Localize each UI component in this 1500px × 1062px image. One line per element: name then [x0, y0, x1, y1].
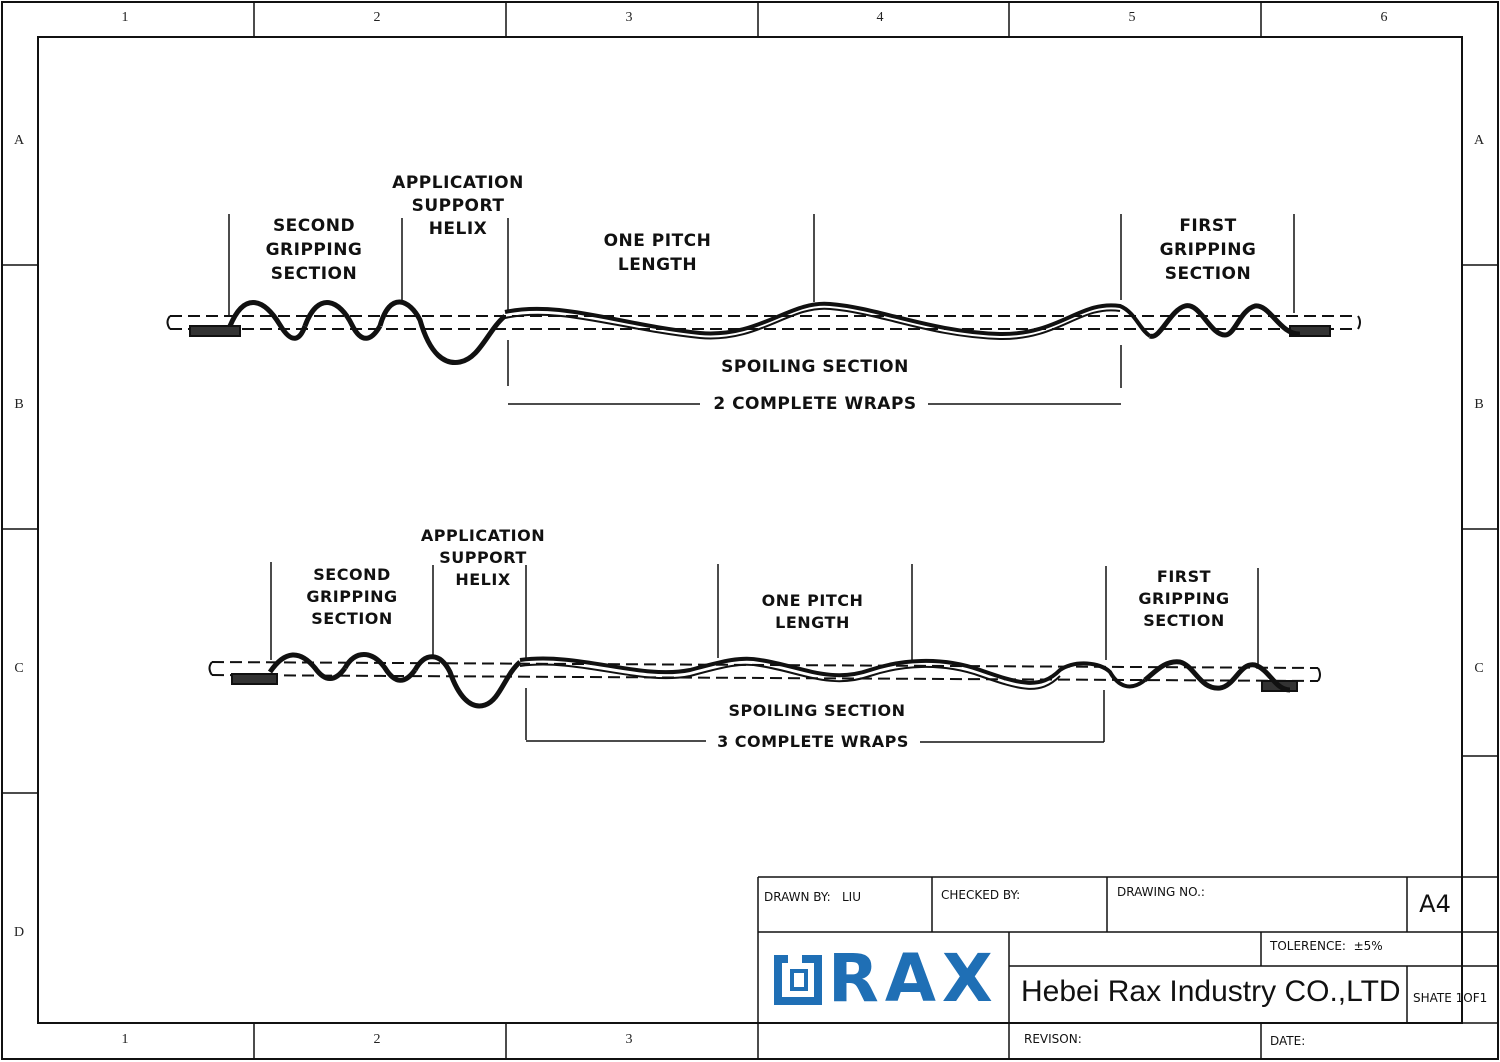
- col-label-5: 5: [1128, 10, 1136, 25]
- col-label-bottom-3: 3: [625, 1032, 633, 1047]
- revision-label: REVISON:: [1024, 1032, 1082, 1046]
- row-label-d-left: D: [13, 925, 25, 940]
- row-label-c-right: C: [1474, 661, 1484, 676]
- d1-spoiling-section-label: SPOILING SECTION: [721, 357, 909, 377]
- rax-logo-icon: [774, 955, 822, 1005]
- row-label-b-left: B: [14, 397, 24, 412]
- d1-first-gripping-label: FIRST GRIPPING SECTION: [1159, 216, 1257, 284]
- tolerance-label: TOLERENCE: ±5%: [1270, 939, 1383, 953]
- d2-one-pitch-label: ONE PITCH LENGTH: [761, 591, 864, 632]
- sheet-number: SHATE 1OF1: [1413, 991, 1488, 1005]
- row-label-a-left: A: [13, 133, 25, 148]
- row-label-c-left: C: [14, 661, 24, 676]
- drawn-by-label: DRAWN BY:: [764, 890, 831, 904]
- row-label-b-right: B: [1474, 397, 1484, 412]
- drawing-no-label: DRAWING NO.:: [1117, 885, 1205, 899]
- d2-first-gripping-label: FIRST GRIPPING SECTION: [1138, 567, 1230, 630]
- date-label: DATE:: [1270, 1034, 1306, 1048]
- diagram-1: [166, 214, 1361, 405]
- d1-one-pitch-label: ONE PITCH LENGTH: [603, 231, 712, 275]
- rax-logo-text: RAX: [828, 940, 999, 1017]
- col-label-1: 1: [121, 10, 129, 25]
- d2-complete-wraps-label: 3 COMPLETE WRAPS: [717, 732, 909, 751]
- drawn-by-value: LIU: [842, 890, 862, 904]
- row-label-a-right: A: [1473, 133, 1485, 148]
- company-name: Hebei Rax Industry CO.,LTD: [1021, 975, 1401, 1008]
- col-label-bottom-1: 1: [121, 1032, 129, 1047]
- col-label-3: 3: [625, 10, 633, 25]
- paper-size: A4: [1419, 890, 1451, 918]
- d2-spoiling-section-label: SPOILING SECTION: [728, 701, 906, 720]
- d2-application-helix-label: APPLICATION SUPPORT HELIX: [420, 526, 546, 589]
- checked-by-label: CHECKED BY:: [941, 888, 1021, 902]
- title-block-grid: [757, 876, 1498, 1059]
- col-label-6: 6: [1380, 10, 1388, 25]
- d1-second-gripping-label: SECOND GRIPPING SECTION: [265, 216, 363, 284]
- d1-complete-wraps-label: 2 COMPLETE WRAPS: [713, 394, 917, 414]
- col-label-4: 4: [876, 10, 884, 25]
- col-label-2: 2: [373, 10, 381, 25]
- col-label-bottom-2: 2: [373, 1032, 381, 1047]
- d2-second-gripping-label: SECOND GRIPPING SECTION: [306, 565, 398, 628]
- diagram-2: [208, 562, 1321, 743]
- d1-application-helix-label: APPLICATION SUPPORT HELIX: [392, 173, 524, 239]
